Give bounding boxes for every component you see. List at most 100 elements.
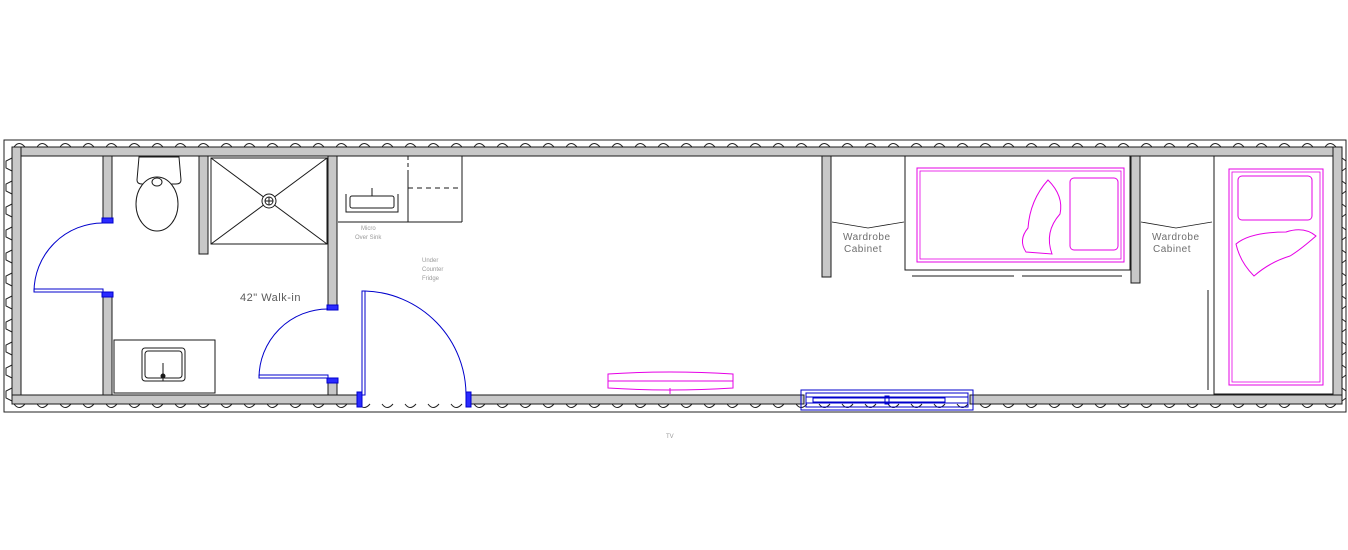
- corrugation-rib: [289, 143, 302, 148]
- closet-wall-upper: [102, 155, 113, 222]
- wall-right: [1332, 146, 1343, 405]
- corrugation-rib: [1117, 143, 1130, 148]
- corrugation-rib: [404, 143, 417, 148]
- corrugation-rib: [1232, 143, 1245, 148]
- corrugation-rib: [841, 143, 854, 148]
- micro-label-line1: Micro: [361, 226, 376, 232]
- corrugation-rib: [243, 143, 256, 148]
- window: [800, 389, 974, 411]
- bathroom-door[interactable]: [258, 308, 329, 379]
- corrugation-rib: [1163, 403, 1176, 408]
- jamb: [326, 377, 339, 384]
- corrugation-rib: [1341, 295, 1347, 310]
- door-jambs: [101, 217, 472, 408]
- corrugation-rib: [588, 403, 601, 408]
- corrugation-rib: [1186, 143, 1199, 148]
- corrugation-rib: [933, 143, 946, 148]
- corrugation-rib: [542, 143, 555, 148]
- corrugation-rib: [1341, 203, 1347, 218]
- corrugation-rib: [1301, 403, 1314, 408]
- corrugation-rib: [151, 403, 164, 408]
- corrugation-rib: [1140, 143, 1153, 148]
- vanity-sink-icon: [113, 339, 216, 394]
- corrugation-rib: [887, 143, 900, 148]
- interior-walls: [102, 155, 1141, 396]
- corrugation-rib: [1301, 143, 1314, 148]
- corrugation-rib: [1341, 249, 1347, 264]
- corrugation-rib: [220, 403, 233, 408]
- corrugation-rib: [956, 143, 969, 148]
- corrugation-rib: [1341, 318, 1347, 333]
- bed-1-icon: [904, 155, 1131, 277]
- corrugation-rib: [243, 403, 256, 408]
- corrugation-rib: [772, 403, 785, 408]
- corrugation-rib: [105, 143, 118, 148]
- corrugation-rib: [1094, 403, 1107, 408]
- bedroom1-wall: [821, 155, 832, 278]
- bath-shower-wall: [198, 155, 209, 255]
- corrugation-rib: [1186, 403, 1199, 408]
- corrugation-rib: [36, 403, 49, 408]
- corrugation-rib: [1341, 272, 1347, 287]
- jamb: [101, 217, 114, 224]
- closet-wall-lower: [102, 294, 113, 396]
- tv-icon: [607, 371, 734, 394]
- corrugation-rib: [82, 143, 95, 148]
- corrugation-rib: [703, 403, 716, 408]
- corrugation-rib: [1341, 226, 1347, 241]
- corrugation-rib: [1324, 143, 1337, 148]
- walk-in-label: 42" Walk-in: [240, 292, 301, 304]
- corrugation-rib: [1232, 403, 1245, 408]
- corrugation-rib: [1209, 143, 1222, 148]
- corrugation-rib: [611, 403, 624, 408]
- labels: 42" Walk-in Micro Over Sink Under Counte…: [240, 226, 1199, 440]
- jamb: [326, 304, 339, 311]
- corrugation-rib: [197, 143, 210, 148]
- jamb: [101, 291, 114, 298]
- corrugation-rib: [1341, 180, 1347, 195]
- wardrobe2-label-line2: Cabinet: [1153, 244, 1191, 255]
- corrugation-rib: [220, 143, 233, 148]
- wall-left: [11, 146, 22, 405]
- corrugation-rib: [703, 143, 716, 148]
- container-corrugation: [3, 139, 1347, 413]
- corrugation-rib: [312, 403, 325, 408]
- corrugation-rib: [1071, 403, 1084, 408]
- bedroom2-wall: [1130, 155, 1141, 284]
- corrugation-rib: [427, 403, 440, 408]
- corrugation-rib: [5, 157, 13, 172]
- corrugation-rib: [5, 387, 13, 402]
- corrugation-rib: [726, 143, 739, 148]
- corrugation-rib: [1163, 143, 1176, 148]
- fridge-label-line3: Fridge: [422, 276, 440, 282]
- corrugation-rib: [5, 364, 13, 379]
- corrugation-rib: [1002, 403, 1015, 408]
- corrugation-rib: [105, 403, 118, 408]
- corrugation-rib: [1025, 143, 1038, 148]
- doors: [33, 222, 467, 396]
- closet-door[interactable]: [33, 222, 104, 293]
- corrugation-rib: [1094, 143, 1107, 148]
- corrugation-rib: [450, 403, 463, 408]
- corrugation-rib: [13, 143, 26, 148]
- corrugation-rib: [772, 143, 785, 148]
- corrugation-rib: [979, 143, 992, 148]
- corrugation-rib: [266, 403, 279, 408]
- corrugation-rib: [427, 143, 440, 148]
- corrugation-rib: [5, 295, 13, 310]
- corrugation-rib: [358, 143, 371, 148]
- exterior-walls: [11, 146, 1343, 405]
- corrugation-rib: [1341, 387, 1347, 402]
- corrugation-rib: [1278, 143, 1291, 148]
- wardrobe-markers: [831, 221, 1213, 229]
- corrugation-rib: [335, 403, 348, 408]
- corrugation-rib: [5, 341, 13, 356]
- corrugation-rib: [1341, 364, 1347, 379]
- entry-door[interactable]: [361, 290, 467, 396]
- bath-kitchen-wall-upper: [327, 155, 338, 309]
- corrugation-rib: [404, 403, 417, 408]
- corrugation-rib: [1341, 341, 1347, 356]
- corrugation-rib: [542, 403, 555, 408]
- corrugation-rib: [680, 143, 693, 148]
- corrugation-rib: [864, 143, 877, 148]
